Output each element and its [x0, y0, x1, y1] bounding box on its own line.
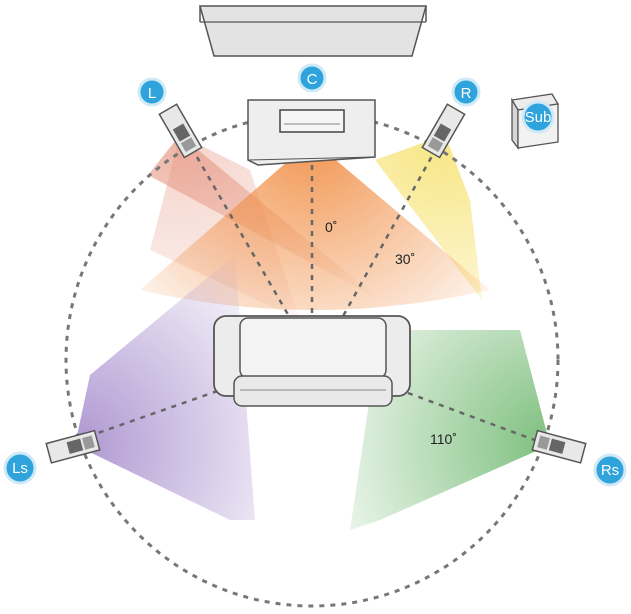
line-left-surround: [77, 386, 227, 442]
line-left: [184, 137, 292, 319]
sofa: [213, 315, 411, 407]
badge-left: L: [137, 77, 167, 107]
cone-left-surround: [75, 255, 255, 520]
angle-center-label: 0˚: [325, 219, 337, 235]
badge-left-label: L: [148, 85, 156, 102]
right-speaker: [421, 103, 466, 159]
left-speaker: [158, 103, 203, 159]
badge-right: R: [451, 77, 481, 107]
screen: [199, 5, 427, 57]
badge-right-label: R: [461, 85, 472, 102]
badge-right-surround-label: Rs: [601, 462, 619, 479]
badge-center-label: C: [307, 71, 318, 88]
right-surround-speaker: [531, 429, 587, 464]
speaker-lines: [77, 137, 549, 447]
angle-front-label: 30˚: [395, 251, 415, 267]
badge-left-surround: Ls: [3, 451, 37, 485]
left-surround-speaker: [45, 429, 101, 464]
badge-right-surround: Rs: [593, 453, 627, 487]
badge-subwoofer: Sub: [521, 100, 555, 134]
line-right: [340, 137, 444, 319]
center-speaker: [247, 99, 376, 166]
badge-left-surround-label: Ls: [12, 460, 28, 477]
line-right-surround: [407, 391, 549, 447]
angle-surround-label: 110˚: [430, 431, 457, 447]
badge-subwoofer-label: Sub: [525, 109, 552, 126]
cone-right: [375, 135, 482, 300]
badge-center: C: [297, 63, 327, 93]
sound-cones: [75, 135, 550, 530]
